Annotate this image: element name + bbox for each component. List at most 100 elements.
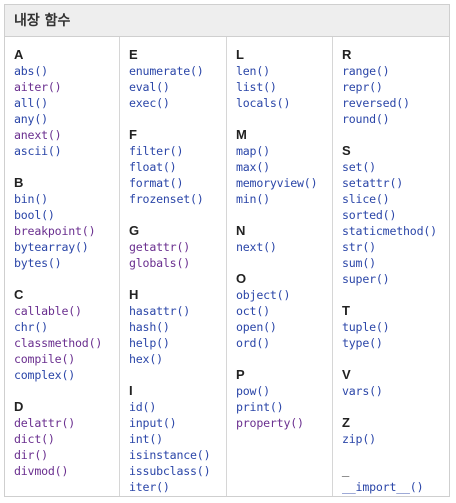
- function-link[interactable]: property(): [236, 416, 304, 430]
- function-link[interactable]: reversed(): [342, 96, 410, 110]
- function-link[interactable]: setattr(): [342, 176, 404, 190]
- function-link[interactable]: enumerate(): [129, 64, 204, 78]
- function-link[interactable]: hex(): [129, 352, 163, 366]
- function-link[interactable]: chr(): [14, 320, 48, 334]
- function-link[interactable]: id(): [129, 400, 157, 414]
- function-link[interactable]: float(): [129, 160, 177, 174]
- group-letter: I: [129, 383, 133, 398]
- function-link[interactable]: compile(): [14, 352, 76, 366]
- function-link[interactable]: slice(): [342, 192, 390, 206]
- function-link[interactable]: print(): [236, 400, 284, 414]
- function-link[interactable]: classmethod(): [14, 336, 103, 350]
- group-letter: S: [342, 143, 351, 158]
- function-link[interactable]: dir(): [14, 448, 48, 462]
- function-link[interactable]: pow(): [236, 384, 270, 398]
- function-link[interactable]: ord(): [236, 336, 270, 350]
- function-link[interactable]: range(): [342, 64, 390, 78]
- function-link[interactable]: breakpoint(): [14, 224, 96, 238]
- function-link[interactable]: bytes(): [14, 256, 62, 270]
- function-link[interactable]: complex(): [14, 368, 76, 382]
- function-link[interactable]: min(): [236, 192, 270, 206]
- function-link[interactable]: staticmethod(): [342, 224, 437, 238]
- function-link[interactable]: dict(): [14, 432, 55, 446]
- function-link[interactable]: locals(): [236, 96, 291, 110]
- function-link[interactable]: map(): [236, 144, 270, 158]
- group-letter: Z: [342, 415, 350, 430]
- function-link[interactable]: any(): [14, 112, 48, 126]
- function-link[interactable]: hash(): [129, 320, 170, 334]
- function-link[interactable]: max(): [236, 160, 270, 174]
- group-letter: F: [129, 127, 137, 142]
- group-letter: C: [14, 287, 24, 302]
- function-link[interactable]: sum(): [342, 256, 376, 270]
- function-link[interactable]: type(): [342, 336, 383, 350]
- function-link[interactable]: object(): [236, 288, 291, 302]
- function-link[interactable]: str(): [342, 240, 376, 254]
- function-link[interactable]: anext(): [14, 128, 62, 142]
- group-letter: H: [129, 287, 139, 302]
- function-link[interactable]: open(): [236, 320, 277, 334]
- function-link[interactable]: ascii(): [14, 144, 62, 158]
- function-link[interactable]: super(): [342, 272, 390, 286]
- function-link[interactable]: len(): [236, 64, 270, 78]
- function-link[interactable]: issubclass(): [129, 464, 211, 478]
- group-letter: G: [129, 223, 140, 238]
- function-link[interactable]: delattr(): [14, 416, 76, 430]
- group-letter: N: [236, 223, 246, 238]
- function-link[interactable]: frozenset(): [129, 192, 204, 206]
- function-link[interactable]: next(): [236, 240, 277, 254]
- function-link[interactable]: all(): [14, 96, 48, 110]
- function-link[interactable]: round(): [342, 112, 390, 126]
- function-link[interactable]: getattr(): [129, 240, 191, 254]
- function-link[interactable]: filter(): [129, 144, 184, 158]
- function-link[interactable]: vars(): [342, 384, 383, 398]
- function-link[interactable]: oct(): [236, 304, 270, 318]
- group-letter: A: [14, 47, 24, 62]
- function-link[interactable]: zip(): [342, 432, 376, 446]
- function-link[interactable]: list(): [236, 80, 277, 94]
- function-link[interactable]: format(): [129, 176, 184, 190]
- function-link[interactable]: memoryview(): [236, 176, 318, 190]
- function-link[interactable]: input(): [129, 416, 177, 430]
- function-link[interactable]: divmod(): [14, 464, 69, 478]
- function-link[interactable]: isinstance(): [129, 448, 211, 462]
- function-link[interactable]: bool(): [14, 208, 55, 222]
- function-link[interactable]: iter(): [129, 480, 170, 494]
- group-letter: R: [342, 47, 352, 62]
- function-link[interactable]: bin(): [14, 192, 48, 206]
- function-link[interactable]: int(): [129, 432, 163, 446]
- function-link[interactable]: sorted(): [342, 208, 397, 222]
- function-link[interactable]: help(): [129, 336, 170, 350]
- group-letter: M: [236, 127, 247, 142]
- function-link[interactable]: repr(): [342, 80, 383, 94]
- function-link[interactable]: eval(): [129, 80, 170, 94]
- function-link[interactable]: tuple(): [342, 320, 390, 334]
- function-link[interactable]: callable(): [14, 304, 82, 318]
- function-link[interactable]: __import__(): [342, 480, 424, 494]
- function-link[interactable]: bytearray(): [14, 240, 89, 254]
- function-link[interactable]: set(): [342, 160, 376, 174]
- function-link[interactable]: hasattr(): [129, 304, 191, 318]
- function-link[interactable]: abs(): [14, 64, 48, 78]
- function-link[interactable]: exec(): [129, 96, 170, 110]
- function-link[interactable]: aiter(): [14, 80, 62, 94]
- group-letter: V: [342, 367, 351, 382]
- function-link[interactable]: globals(): [129, 256, 191, 270]
